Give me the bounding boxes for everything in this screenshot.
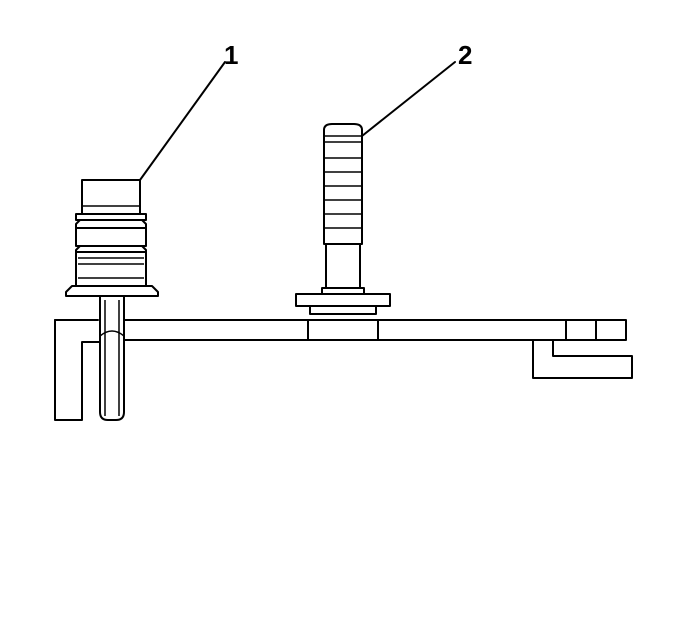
stud-bolt-icon: [295, 123, 391, 315]
callout-1-leader: [139, 61, 226, 181]
callout-1-label: 1: [224, 40, 238, 70]
callout-2-label: 2: [458, 40, 472, 70]
right-step-bracket: [532, 339, 633, 379]
left-support-bracket: [54, 319, 101, 421]
callout-2-leader: [361, 61, 456, 137]
push-pin-fastener-icon: [65, 179, 159, 421]
mounting-plate: [123, 319, 627, 341]
